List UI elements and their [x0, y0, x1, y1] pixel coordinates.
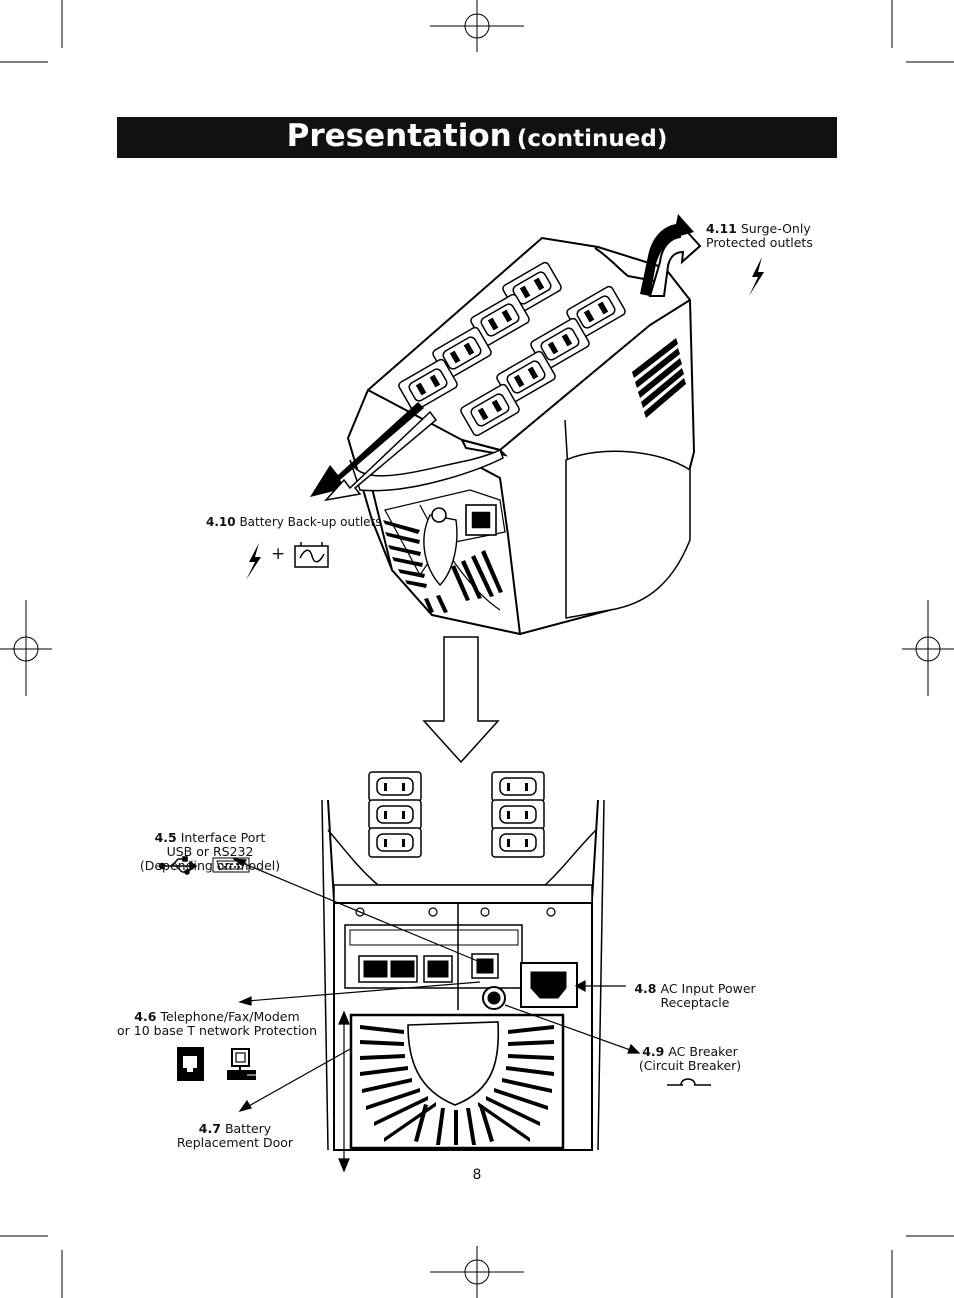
front-grille-fins	[383, 520, 503, 613]
leader-lines	[232, 858, 641, 1173]
callout-text: Protected outlets	[706, 235, 813, 250]
callout-4-8: 4.8 AC Input Power Receptacle	[630, 982, 760, 1010]
page-title-bar: Presentation (continued)	[117, 117, 837, 158]
lightning-icon	[749, 257, 764, 296]
circuit-breaker-icon	[667, 1078, 711, 1086]
callout-number: 4.11	[706, 221, 737, 236]
callout-4-9: 4.9 AC Breaker (Circuit Breaker)	[630, 1045, 750, 1073]
callout-number: 4.9	[642, 1044, 665, 1059]
callout-number: 4.6	[134, 1009, 157, 1024]
page-number: 8	[472, 1167, 482, 1183]
callout-text: Receptacle	[660, 995, 730, 1010]
callout-text: Telephone/Fax/Modem	[160, 1009, 300, 1024]
callout-number: 4.10	[206, 515, 236, 529]
lightning-icon	[246, 543, 261, 580]
plus-sign: +	[271, 544, 286, 564]
callout-text: (Depending on model)	[139, 858, 281, 873]
callout-number: 4.5	[154, 830, 177, 845]
callout-text: AC Input Power	[660, 981, 756, 996]
callout-text: or 10 base T network Protection	[117, 1023, 317, 1038]
callout-4-5: 4.5 Interface Port USB or RS232 (Dependi…	[130, 831, 290, 873]
callout-text: Interface Port	[180, 830, 266, 845]
usb-icon	[158, 856, 198, 875]
battery-backup-arrow	[310, 402, 424, 497]
page-title: Presentation	[286, 118, 512, 154]
telephone-jack-icon	[177, 1047, 204, 1081]
surge-outlets-top	[398, 261, 626, 437]
callout-4-7: 4.7 Battery Replacement Door	[170, 1122, 300, 1150]
callout-4-6: 4.6 Telephone/Fax/Modem or 10 base T net…	[112, 1010, 322, 1038]
callout-number: 4.7	[198, 1121, 221, 1136]
ups-perspective-view	[346, 236, 696, 636]
surge-only-arrow	[648, 223, 702, 297]
callout-text: USB or RS232	[166, 844, 254, 859]
ups-rear-view	[321, 771, 605, 1151]
serial-port-icon	[212, 857, 250, 873]
page-subtitle: (continued)	[516, 126, 668, 152]
callout-text: AC Breaker	[668, 1044, 738, 1059]
callout-text: Battery	[224, 1121, 272, 1136]
callout-number: 4.8	[634, 981, 657, 996]
network-computer-icon	[227, 1048, 256, 1080]
callout-text: Replacement Door	[176, 1135, 294, 1150]
callout-4-10: 4.10 Battery Back-up outlets	[206, 515, 382, 529]
callout-text: (Circuit Breaker)	[638, 1058, 742, 1073]
callout-text: Surge-Only	[740, 221, 811, 236]
down-arrow	[422, 636, 500, 764]
rear-grille-fins	[360, 1025, 554, 1145]
battery-ac-icon	[294, 542, 329, 568]
callout-text: Battery Back-up outlets	[239, 515, 382, 529]
callout-4-11: 4.11 Surge-Only Protected outlets	[706, 222, 813, 250]
